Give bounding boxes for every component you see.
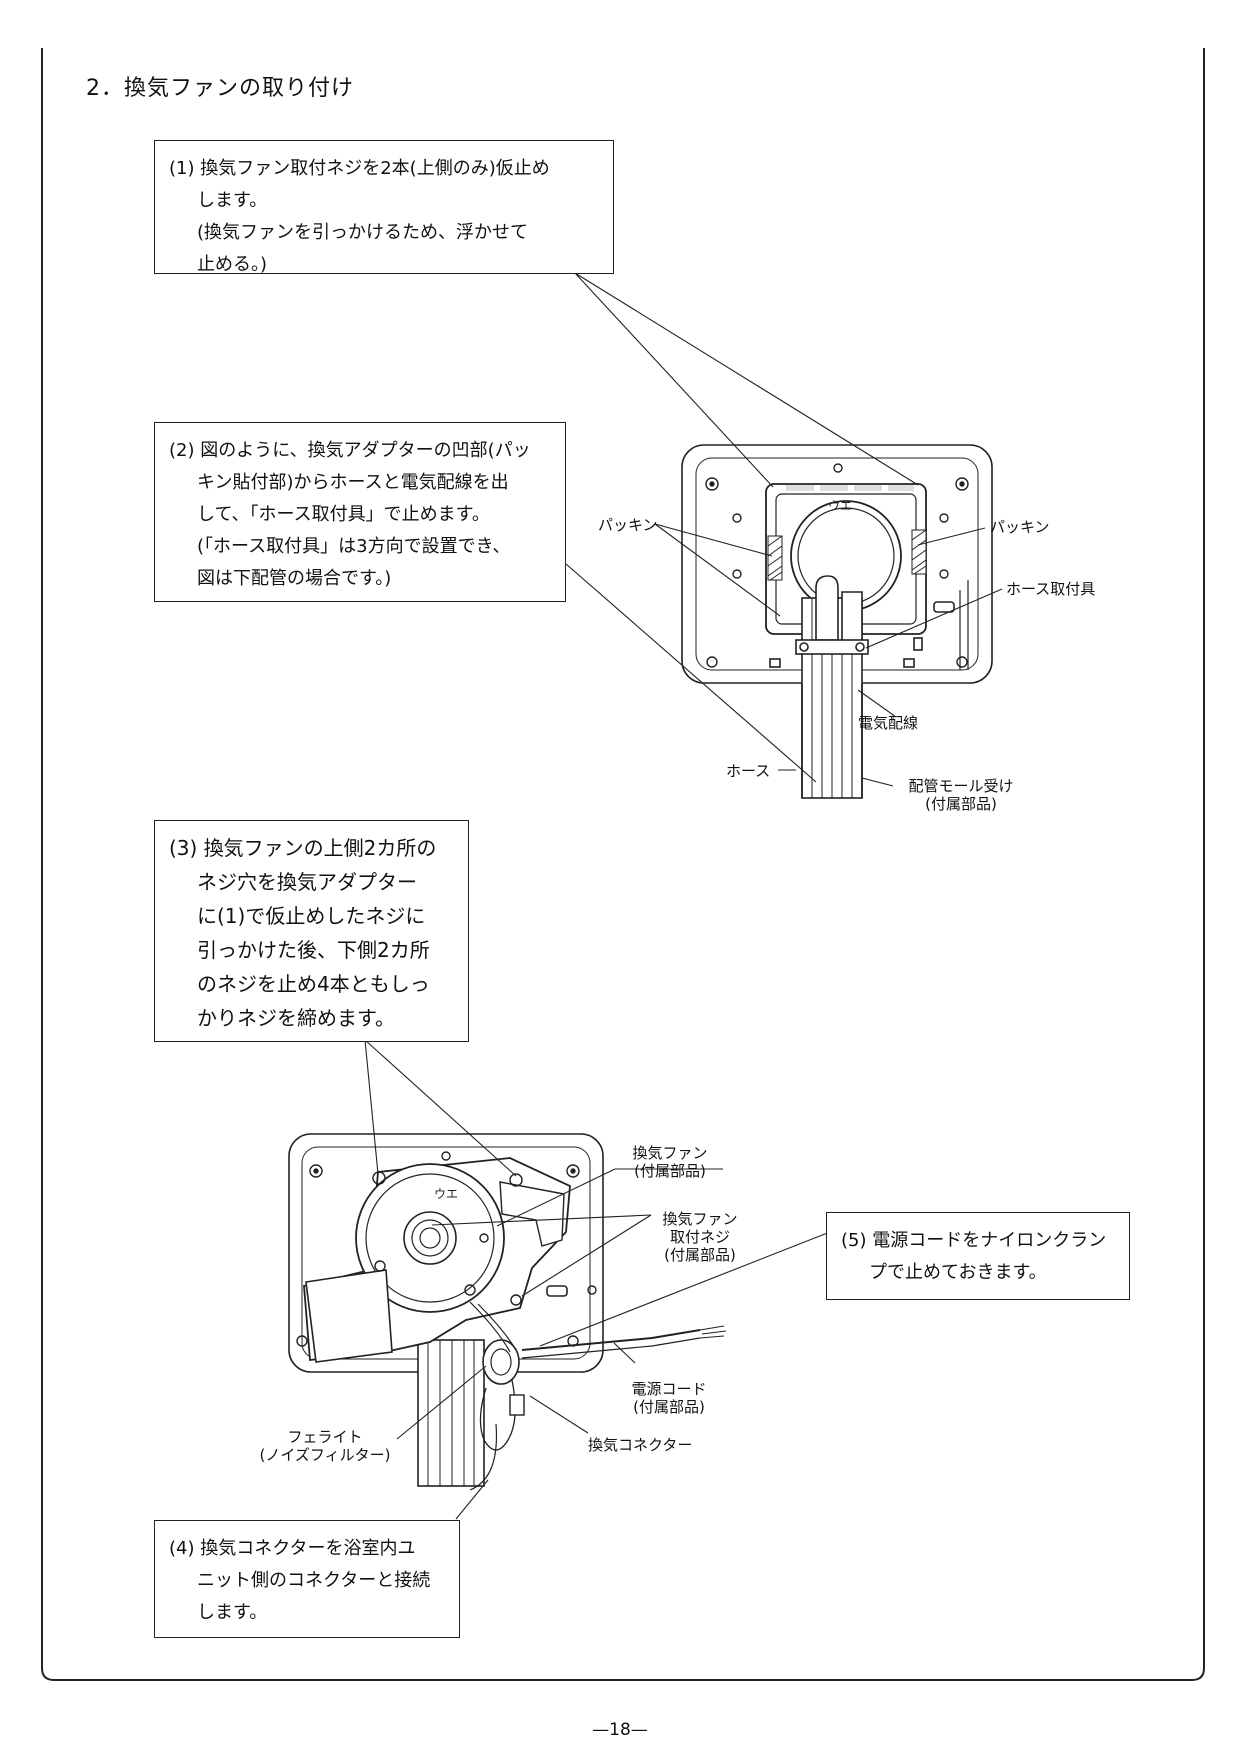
section-title: 2．換気ファンの取り付け [86,76,354,101]
step-2-line: して、「ホース取付具」で止めます。 [197,504,490,525]
label-mall: 配管モール受け (付属部品) [896,777,1026,813]
step-5-line: (5) 電源コードをナイロンクラン [841,1230,1107,1251]
step-3-line: ネジ穴を換気アダプター [197,870,417,894]
step-1-box: (1) 換気ファン取付ネジを2本(上側のみ)仮止め します。 (換気ファンを引っ… [154,140,614,275]
page-number: —18— [592,1720,648,1740]
step-5-line: プで止めておきます。 [869,1262,1047,1283]
step-3-line: に(1)で仮止めしたネジに [197,904,426,928]
step-3-line: のネジを止め4本ともしっ [197,972,430,996]
step-1-line: (1) 換気ファン取付ネジを2本(上側のみ)仮止め [169,158,550,179]
step-3-line: (3) 換気ファンの上側2カ所の [169,836,437,860]
hose-fitting [795,639,869,655]
label-mall-line: 配管モール受け [908,777,1014,795]
label-hose: ホース [726,762,771,780]
step-2-line: キン貼付部)からホースと電気配線を出 [197,472,509,493]
label-fan-line: (付属部品) [634,1162,706,1180]
label-mall-line: (付属部品) [925,795,997,813]
label-ferrite-line: フェライト [287,1428,363,1446]
label-ferrite-line: (ノイズフィルター) [259,1446,391,1464]
label-packing-right: パッキン [990,518,1050,536]
step-3-line: かりネジを締めます。 [197,1006,395,1030]
label-packing-left: パッキン [598,516,658,534]
step-4-box: (4) 換気コネクターを浴室内ユ ニット側のコネクターと接続 します。 [154,1520,460,1638]
step-4-line: (4) 換気コネクターを浴室内ユ [169,1538,416,1559]
leader-lines-2 [364,1039,836,1520]
label-fan: 換気ファン (付属部品) [620,1144,720,1180]
step-5-box: (5) 電源コードをナイロンクラン プで止めておきます。 [826,1212,1130,1300]
figure-adapter-hose [681,444,993,799]
page-border [41,48,1205,1681]
step-2-box: (2) 図のように、換気アダプターの凹部(パッ キン貼付部)からホースと電気配線… [154,422,566,602]
label-fan-screw-line: 取付ネジ [669,1228,730,1246]
unit-mark-2: ウエ [434,1187,458,1201]
label-hose-fitting: ホース取付具 [1006,580,1096,598]
unit-mark-1: ウエ [828,499,852,513]
step-2-line: 図は下配管の場合です。) [197,568,392,589]
figure-fan-installed [288,1133,727,1491]
label-connector: 換気コネクター [588,1436,693,1454]
step-3-box: (3) 換気ファンの上側2カ所の ネジ穴を換気アダプター に(1)で仮止めしたネ… [154,820,469,1042]
step-1-line: (換気ファンを引っかけるため、浮かせて [197,222,529,243]
step-1-line: 止める。) [197,254,268,275]
step-4-line: ニット側のコネクターと接続 [197,1570,431,1591]
label-wiring: 電気配線 [858,714,919,732]
label-fan-screw-line: 換気ファン [662,1210,738,1228]
leader-lines-1 [565,272,1003,787]
step-4-line: します。 [197,1602,268,1623]
step-2-line: (「ホース取付具」は3方向で設置でき、 [197,536,511,557]
step-2-line: (2) 図のように、換気アダプターの凹部(パッ [169,440,531,461]
screw-icon [705,463,969,668]
label-fan-line: 換気ファン [632,1144,708,1162]
label-power-cord-line: (付属部品) [633,1398,705,1416]
label-fan-screw: 換気ファン 取付ネジ (付属部品) [650,1210,750,1264]
label-ferrite: フェライト (ノイズフィルター) [240,1428,410,1464]
label-power-cord: 電源コード (付属部品) [614,1380,724,1416]
label-power-cord-line: 電源コード [631,1380,707,1398]
step-1-line: します。 [197,190,268,211]
step-3-line: 引っかけた後、下側2カ所 [197,938,430,962]
label-fan-screw-line: (付属部品) [664,1246,736,1264]
